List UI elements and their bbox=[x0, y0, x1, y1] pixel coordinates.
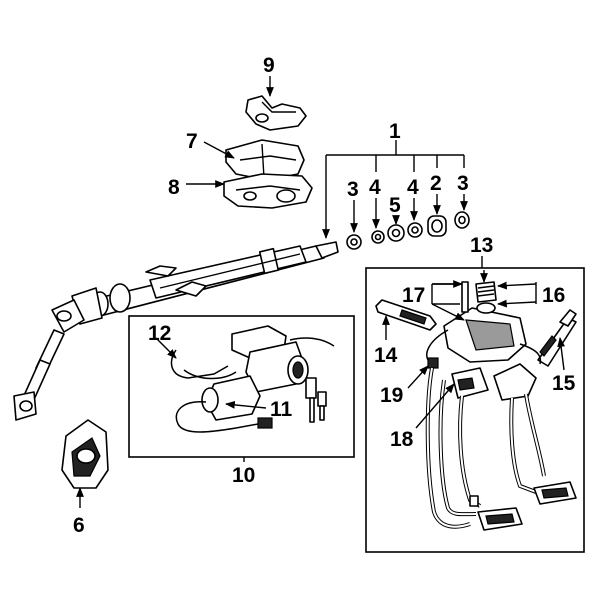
callout-15: 15 bbox=[552, 372, 576, 395]
callout-1: 1 bbox=[389, 120, 401, 143]
callout-14: 14 bbox=[374, 344, 398, 367]
combination-switch-box-13 bbox=[365, 267, 585, 553]
ignition-switch-box-10 bbox=[128, 315, 355, 458]
callout-17: 17 bbox=[402, 284, 425, 307]
bushing-set-parts-1-5 bbox=[346, 211, 470, 250]
callout-4b: 4 bbox=[407, 176, 419, 199]
steering-column-shaft bbox=[71, 241, 339, 325]
callout-6: 6 bbox=[73, 514, 85, 537]
callout-5: 5 bbox=[389, 194, 401, 217]
column-shroud-part-8 bbox=[223, 173, 313, 209]
callout-3a: 3 bbox=[347, 178, 359, 201]
callout-18: 18 bbox=[390, 428, 414, 451]
callout-7: 7 bbox=[186, 130, 198, 153]
callout-9: 9 bbox=[263, 54, 275, 77]
callout-10: 10 bbox=[232, 464, 255, 487]
callout-16: 16 bbox=[542, 284, 565, 307]
callout-8: 8 bbox=[168, 176, 180, 199]
column-shroud-part-7 bbox=[225, 139, 305, 181]
upper-cover-part-9 bbox=[245, 95, 307, 131]
column-boot-part-6 bbox=[61, 419, 109, 489]
callout-3b: 3 bbox=[457, 172, 469, 195]
callout-2: 2 bbox=[430, 172, 442, 195]
callout-12: 12 bbox=[148, 322, 171, 345]
callout-4a: 4 bbox=[369, 176, 381, 199]
callout-19: 19 bbox=[380, 384, 403, 407]
callout-11: 11 bbox=[270, 398, 293, 421]
leader-lines bbox=[76, 76, 565, 508]
callout-13: 13 bbox=[470, 234, 493, 257]
ignition-switch-assembly bbox=[170, 325, 335, 433]
combination-switch-assembly bbox=[375, 281, 577, 531]
callout-labels: 9 7 8 1 3 4 5 4 2 3 13 17 16 12 14 15 19… bbox=[73, 54, 576, 537]
intermediate-shaft bbox=[13, 299, 85, 421]
